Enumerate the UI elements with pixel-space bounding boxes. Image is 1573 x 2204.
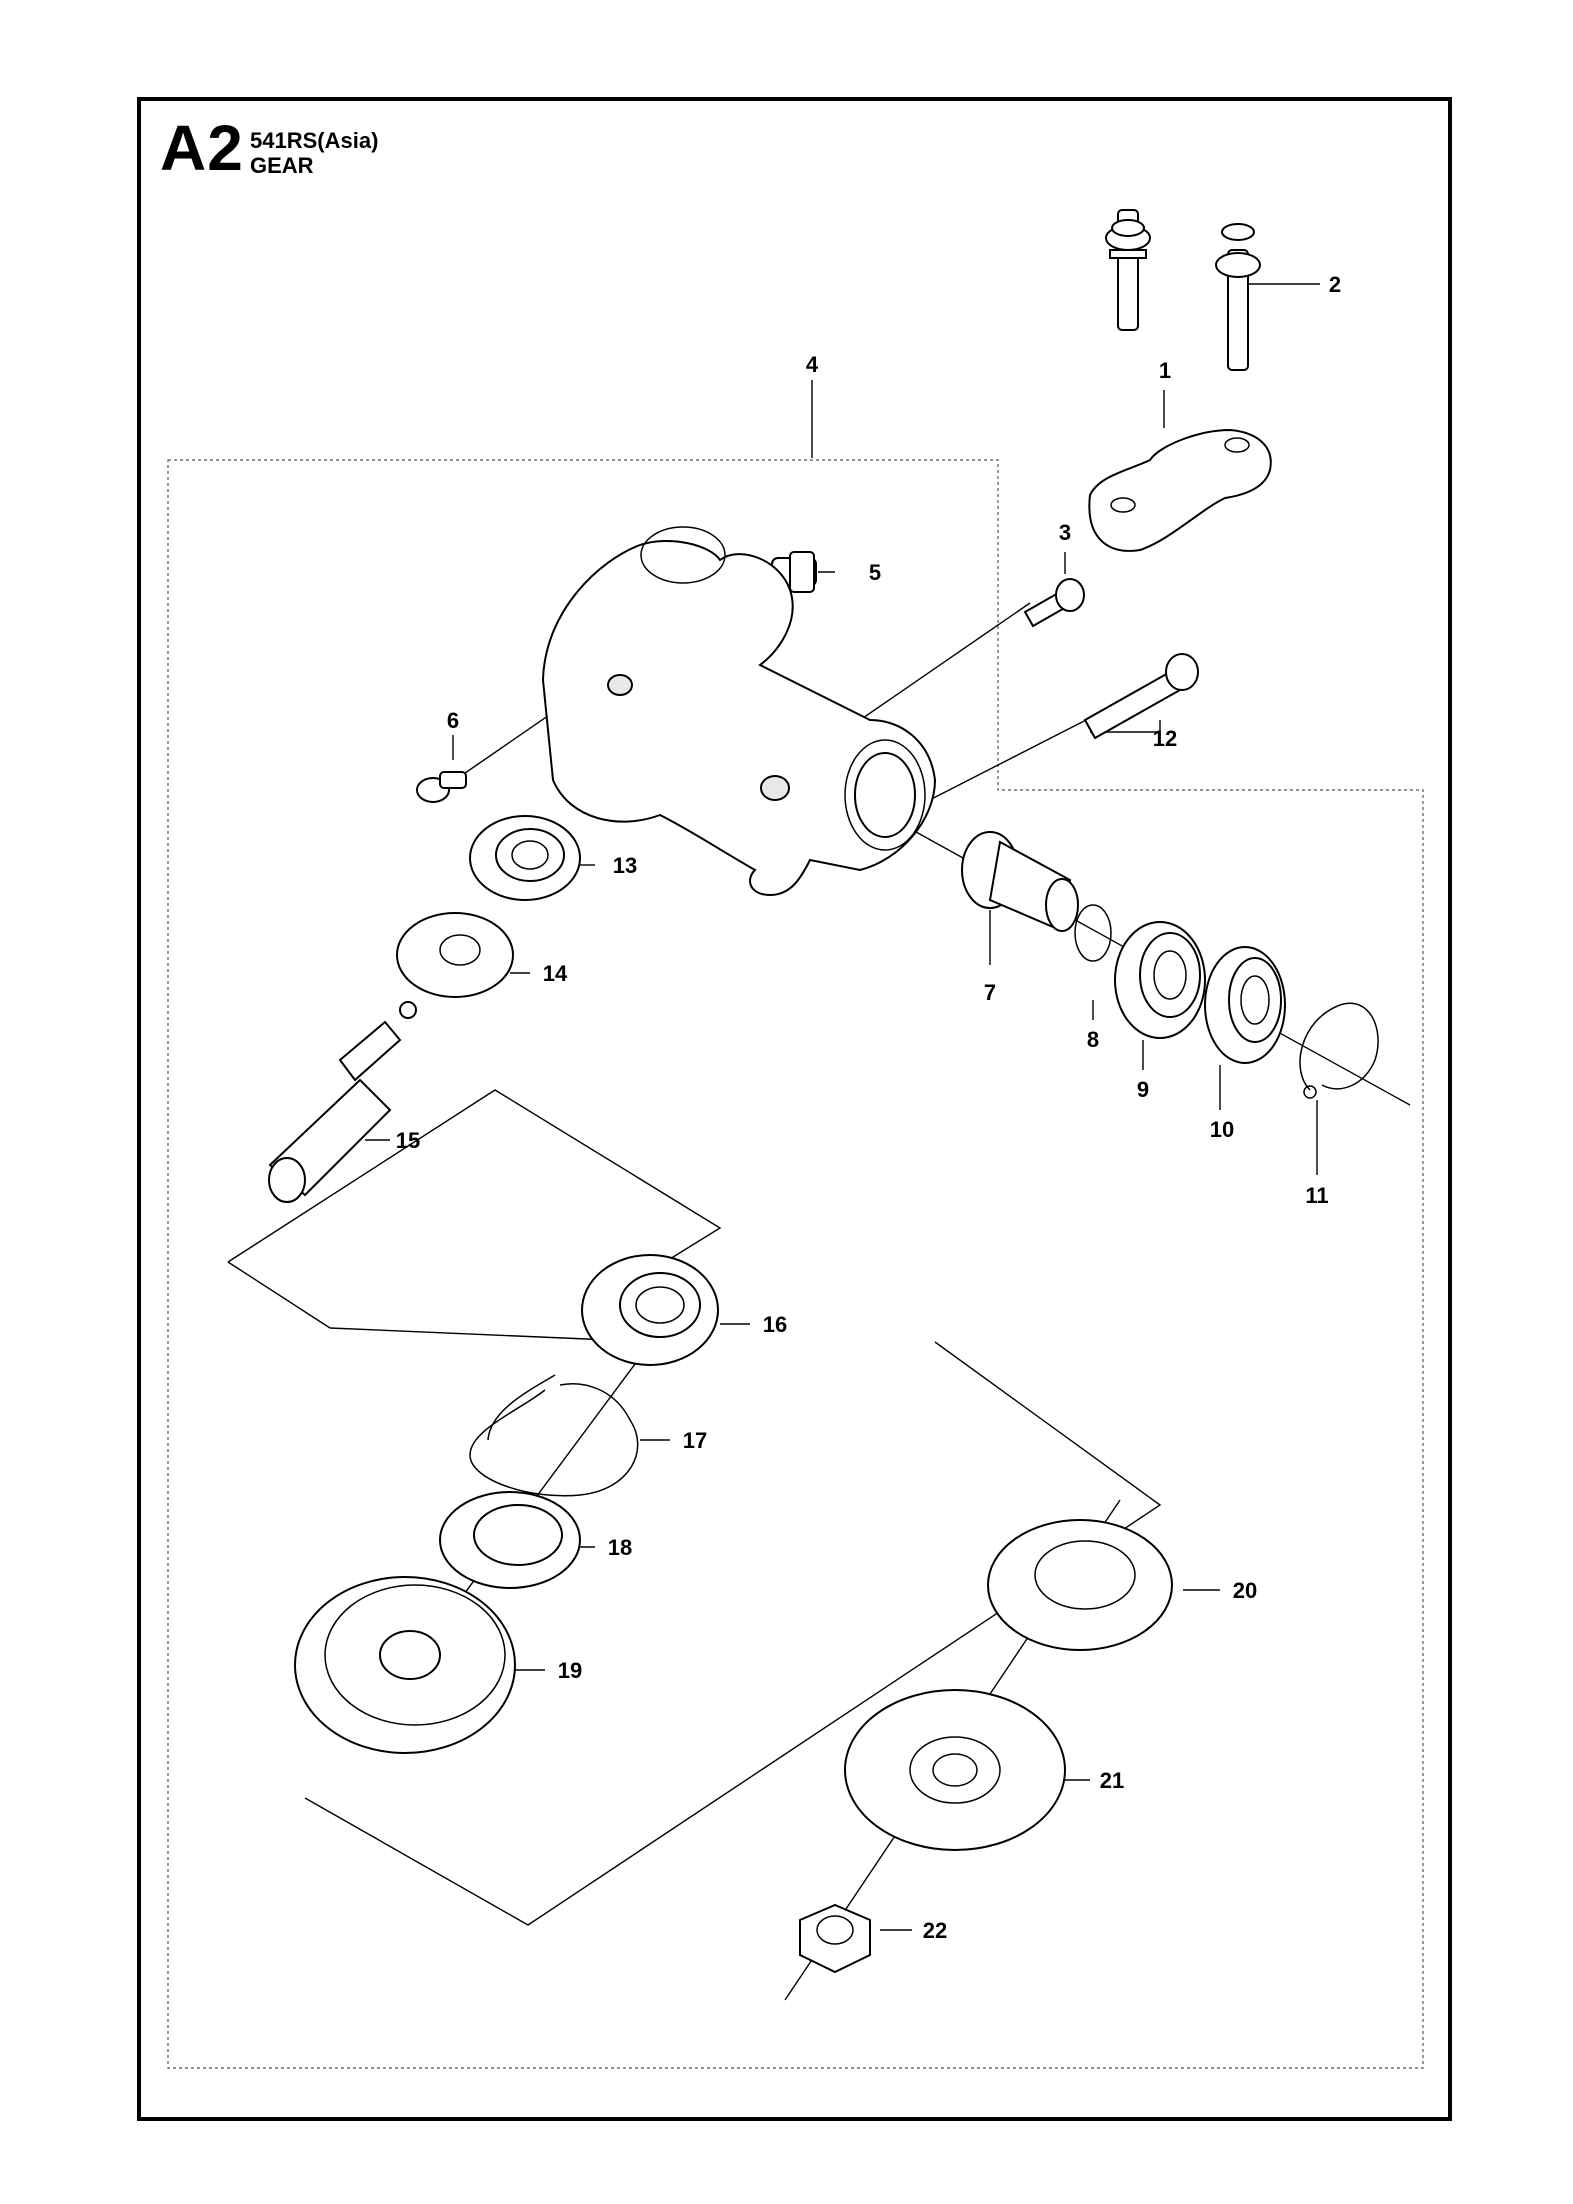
- axis-12: [909, 717, 1091, 811]
- callout-21: 21: [1100, 1768, 1124, 1793]
- part-14-seal: [396, 912, 514, 998]
- group-outline-lower: [304, 1341, 1162, 1926]
- group-outline-upper-right: [329, 1327, 611, 1341]
- part-9-bearing: [1114, 921, 1206, 1039]
- callout-11: 11: [1305, 1183, 1328, 1208]
- callout-9: 9: [1137, 1077, 1149, 1102]
- group-outline-upper-left: [227, 1261, 331, 1329]
- part-13-bearing: [469, 815, 581, 901]
- model-name: 541RS(Asia): [250, 128, 379, 153]
- group-outline-upper: [227, 1089, 722, 1263]
- callout-12: 12: [1153, 726, 1177, 751]
- part-1-clamp: [1088, 428, 1272, 552]
- assembly-boundary-dashed: [167, 459, 1424, 2069]
- callout-16: 16: [763, 1312, 787, 1337]
- callout-15: 15: [396, 1128, 420, 1153]
- part-20-washer: [987, 1519, 1173, 1651]
- axis-3: [859, 602, 1031, 721]
- callout-22: 22: [923, 1918, 947, 1943]
- callout-20: 20: [1233, 1578, 1257, 1603]
- part-19-cup: [294, 1576, 516, 1754]
- diagram-frame: [137, 97, 1452, 2121]
- callout-5: 5: [869, 560, 881, 585]
- part-4-gear-housing: [541, 526, 937, 897]
- callout-7: 7: [984, 980, 996, 1005]
- part-17-snap-ring: [469, 1374, 639, 1497]
- part-15-spindle: [268, 1001, 417, 1203]
- callout-10: 10: [1210, 1117, 1234, 1142]
- part-18-seal: [439, 1491, 581, 1589]
- part-21-support-cup: [844, 1689, 1066, 1851]
- part-3-bolt: [1023, 578, 1085, 628]
- callout-2: 2: [1329, 272, 1341, 297]
- part-8-circlip: [1074, 904, 1112, 962]
- part-16-bearing: [581, 1254, 719, 1366]
- group-name: GEAR: [250, 153, 314, 178]
- callout-17: 17: [683, 1428, 707, 1453]
- part-11-circlip: [1299, 1002, 1379, 1099]
- part-6-screw: [416, 771, 467, 803]
- part-7-pinion-shaft: [961, 831, 1079, 932]
- part-22-nut: [799, 1903, 871, 1974]
- part-10-bearing: [1204, 946, 1286, 1064]
- callout-19: 19: [558, 1658, 582, 1683]
- callout-14: 14: [543, 961, 568, 986]
- callout-6: 6: [447, 708, 459, 733]
- callout-13: 13: [613, 853, 637, 878]
- part-2-screw: [1105, 209, 1261, 371]
- callout-3: 3: [1059, 520, 1071, 545]
- part-12-bolt: [1083, 653, 1199, 740]
- callout-1: 1: [1159, 358, 1171, 383]
- callout-4: 4: [806, 352, 819, 377]
- section-code: A2: [160, 112, 244, 184]
- callout-18: 18: [608, 1535, 632, 1560]
- callout-8: 8: [1087, 1027, 1099, 1052]
